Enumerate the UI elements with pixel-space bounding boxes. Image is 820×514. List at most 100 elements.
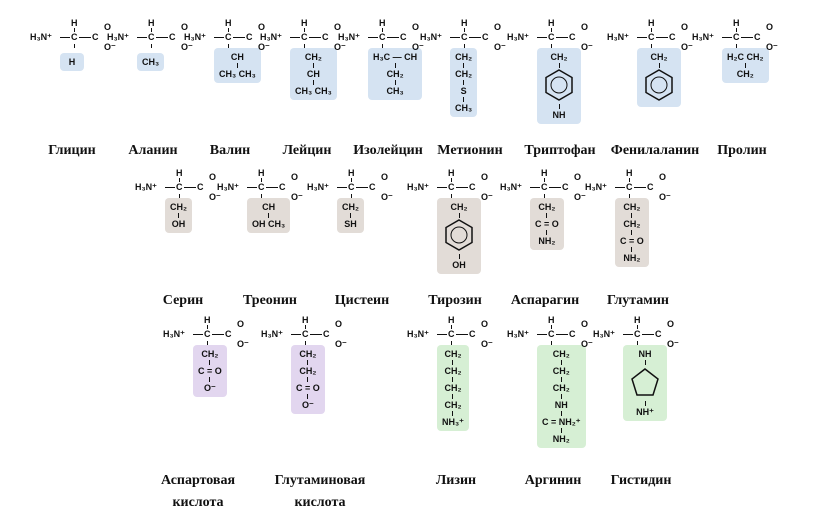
bond	[207, 341, 208, 345]
amino-acid-name: Аланин	[128, 143, 178, 158]
carboxylate-oxygen: O⁻	[334, 42, 346, 52]
carbonyl-oxygen: O	[766, 22, 774, 32]
bond	[437, 334, 447, 335]
side-chain-atom: SH	[344, 219, 357, 229]
bond	[233, 37, 245, 38]
bond	[549, 187, 561, 188]
side-chain-atom: CH₂	[342, 202, 359, 212]
alpha-hydrogen: H	[204, 315, 211, 325]
bond	[464, 44, 465, 48]
alpha-hydrogen: H	[148, 18, 155, 28]
carbonyl-oxygen: O	[412, 22, 420, 32]
side-chain-atom: CH₂	[304, 52, 322, 62]
amino-acid-name: Треонин	[242, 293, 298, 308]
bond	[79, 37, 91, 38]
carboxyl-carbon: C	[669, 32, 676, 42]
bond-line	[307, 360, 309, 365]
bond-line	[744, 63, 746, 68]
carboxyl-carbon: C	[647, 182, 654, 192]
carboxylate-oxygen: O⁻	[481, 339, 493, 349]
alpha-hydrogen: H	[548, 18, 555, 28]
alpha-carbon: C	[634, 329, 641, 339]
bond-line	[546, 230, 548, 235]
alpha-carbon: C	[348, 182, 355, 192]
alpha-hydrogen: H	[548, 315, 555, 325]
side-chain-atom: O⁻	[204, 383, 216, 393]
alpha-carbon: C	[258, 182, 265, 192]
side-chain-atom: C = O	[198, 366, 222, 376]
carboxylate-oxygen: O⁻	[574, 192, 586, 202]
amino-group: H₃N⁺	[307, 182, 329, 192]
carboxyl-carbon: C	[279, 182, 286, 192]
alpha-hydrogen: H	[71, 18, 78, 28]
carboxyl-carbon: C	[400, 32, 407, 42]
carboxyl-carbon: C	[469, 182, 476, 192]
bond	[261, 178, 262, 182]
side-chain-atom: OH	[171, 219, 186, 229]
bond	[309, 37, 321, 38]
amino-group: H₃N⁺	[607, 32, 629, 42]
alpha-carbon: C	[648, 32, 655, 42]
bond-line	[178, 213, 179, 218]
amino-group: H₃N⁺	[593, 329, 615, 339]
side-chain-atom: CH₂	[650, 52, 668, 62]
bond-line	[209, 377, 211, 382]
side-chain-atom: H₃C — CH	[373, 52, 418, 62]
bond-line	[312, 80, 314, 85]
bond	[165, 187, 175, 188]
side-chain-atom: CH₂	[736, 69, 754, 79]
alpha-hydrogen: H	[461, 18, 468, 28]
side-chain-atom: CH₂	[552, 383, 570, 393]
side-chain-box: CH₂	[637, 48, 681, 107]
bond	[637, 325, 638, 329]
bond	[290, 37, 300, 38]
side-chain-box: CH₃	[137, 53, 165, 71]
side-chain-atom: CH₂	[201, 349, 219, 359]
bond	[74, 44, 75, 48]
bond-line	[560, 360, 562, 365]
carboxyl-carbon: C	[322, 32, 329, 42]
alpha-carbon: C	[204, 329, 211, 339]
alpha-carbon: C	[176, 182, 183, 192]
amino-group: H₃N⁺	[407, 182, 429, 192]
side-chain-atom: OH	[452, 260, 466, 270]
amino-acid-name: Цистеин	[334, 293, 390, 308]
bond	[368, 37, 378, 38]
amino-acid-name: Аспарагин	[510, 293, 580, 308]
carboxyl-carbon: C	[482, 32, 489, 42]
bond	[387, 37, 399, 38]
carboxylate-oxygen: O⁻	[481, 192, 493, 202]
carboxyl-carbon: C	[225, 329, 232, 339]
alpha-carbon: C	[461, 32, 468, 42]
alpha-carbon: C	[148, 32, 155, 42]
side-chain-atom: CH₂	[623, 202, 641, 212]
amino-acid-name: Аргинин	[524, 473, 582, 488]
alpha-hydrogen: H	[733, 18, 740, 28]
alpha-carbon: C	[71, 32, 78, 42]
bond-line	[631, 230, 633, 235]
side-chain-atom: CH₃	[386, 86, 404, 96]
carbonyl-oxygen: O	[237, 319, 245, 329]
bond-line	[458, 213, 460, 218]
carbonyl-oxygen: O	[334, 22, 342, 32]
side-chain-atom: NH₂	[538, 236, 556, 246]
side-chain-atom: NH₂	[623, 253, 641, 263]
bond-line	[312, 63, 314, 68]
